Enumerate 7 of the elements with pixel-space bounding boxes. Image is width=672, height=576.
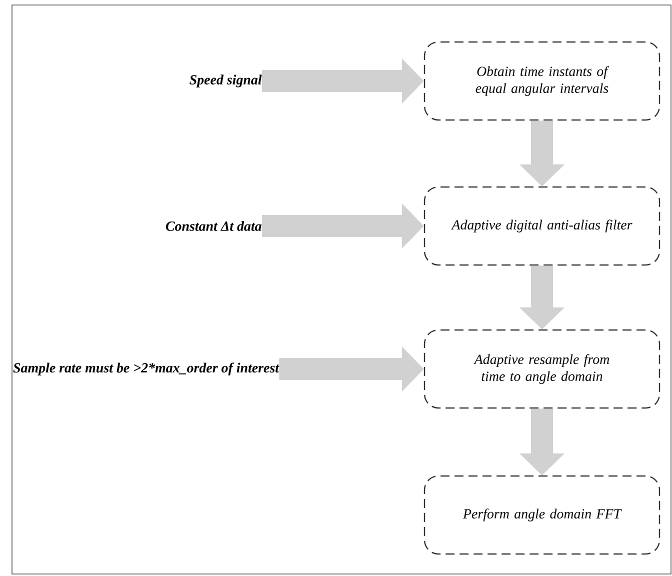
process-box: Perform angle domain FFT	[424, 475, 660, 555]
input-label: Constant Δt data	[166, 221, 262, 231]
process-box: Adaptive digital anti-alias filter	[424, 186, 660, 266]
process-box: Obtain time instants of equal angular intervals	[424, 41, 660, 121]
input-label: Sample rate must be >2*max_order of interest	[13, 362, 280, 376]
process-box: Adaptive resample from time to angle domain	[424, 329, 660, 409]
input-label: Speed signal	[190, 74, 262, 88]
